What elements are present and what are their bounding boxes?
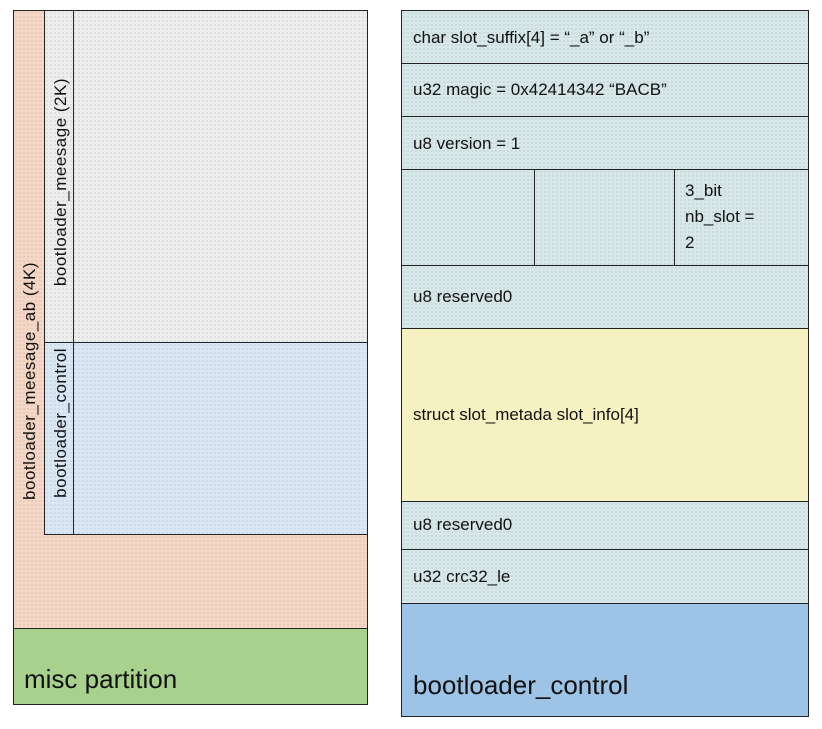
nb-slot-line-3: 2	[685, 233, 695, 252]
bootloader-control-label: bootloader_control	[51, 348, 70, 498]
bitfield-cell-2	[534, 169, 675, 266]
bitfield-nb-slot-cell: 3_bit nb_slot = 2	[674, 169, 809, 266]
field-magic: u32 magic = 0x42414342 “BACB”	[401, 63, 809, 117]
bitfield-cell-1	[401, 169, 535, 266]
field-reserved0-a-label: u8 reserved0	[413, 287, 513, 306]
nb-slot-line-2: nb_slot =	[685, 207, 755, 226]
field-slot-info: struct slot_metada slot_info[4]	[401, 328, 809, 502]
field-slot-suffix-label: char slot_suffix[4] = “_a” or “_b”	[413, 28, 650, 47]
misc-partition-box: misc partition	[13, 628, 368, 705]
field-slot-info-label: struct slot_metada slot_info[4]	[413, 405, 639, 424]
bootloader-control-struct-label: bootloader_control	[413, 670, 629, 700]
nb-slot-line-1: 3_bit	[685, 181, 722, 200]
field-version: u8 version = 1	[401, 116, 809, 170]
field-reserved0-a: u8 reserved0	[401, 265, 809, 329]
bootloader-message-ab-label: bootloader_meesage_ab (4K)	[20, 262, 39, 500]
field-magic-label: u32 magic = 0x42414342 “BACB”	[413, 80, 667, 99]
field-version-label: u8 version = 1	[413, 134, 521, 153]
control-label-column	[44, 342, 74, 535]
field-reserved0-b: u8 reserved0	[401, 501, 809, 550]
bootloader-message-label: bootloader_meesage (2K)	[51, 78, 70, 287]
field-crc32: u32 crc32_le	[401, 549, 809, 604]
field-slot-suffix: char slot_suffix[4] = “_a” or “_b”	[401, 10, 809, 64]
misc-partition-label: misc partition	[24, 664, 178, 694]
bootloader-message-region	[44, 10, 368, 343]
field-crc32-label: u32 crc32_le	[413, 567, 511, 586]
bootloader-control-region	[44, 342, 368, 535]
bootloader-control-struct-box: bootloader_control	[401, 603, 809, 717]
field-reserved0-b-label: u8 reserved0	[413, 515, 513, 534]
